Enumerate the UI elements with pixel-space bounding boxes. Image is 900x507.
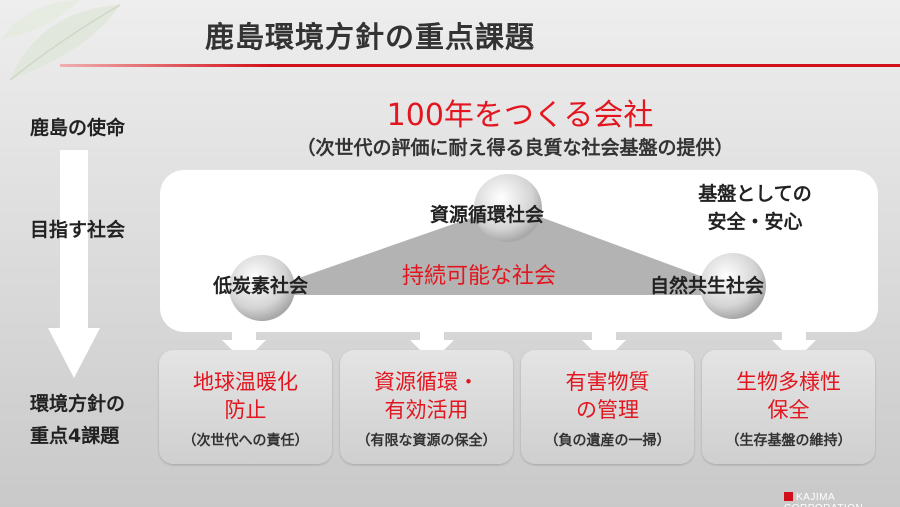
issue-4-title-line2: 保全 [767, 398, 810, 422]
page-title: 鹿島環境方針の重点課題 [205, 20, 536, 54]
company-logo: KAJIMA CORPORATION [784, 492, 900, 507]
label-mission: 鹿島の使命 [30, 117, 126, 139]
label-policy-issues: 環境方針の 重点4課題 [30, 388, 125, 452]
issue-1-sub: （次世代への責任） [182, 433, 309, 449]
society-top-label: 資源循環社会 [430, 204, 545, 226]
issue-4-title-line1: 生物多様性 [736, 370, 841, 394]
issue-1-title-line1: 地球温暖化 [193, 370, 298, 394]
logo-text: KAJIMA CORPORATION [784, 492, 863, 507]
issue-box-3: 有害物質 の管理 （負の遺産の一掃） [521, 350, 694, 464]
issue-2-title-line2: 有効活用 [384, 398, 469, 422]
foundation-line1: 基盤としての [698, 183, 812, 205]
down-arrow-icon [48, 150, 100, 378]
issue-box-4: 生物多様性 保全 （生存基盤の維持） [702, 350, 875, 464]
leaf-decoration-icon [0, 0, 121, 81]
issue-3-sub: （負の遺産の一掃） [544, 433, 671, 449]
issue-4-sub: （生存基盤の維持） [725, 433, 852, 449]
issue-1-title-line2: 防止 [224, 398, 267, 422]
mission-main: 100年をつくる会社 [386, 98, 654, 133]
logo-mark-icon [784, 492, 793, 501]
foundation-line2: 安全・安心 [707, 211, 803, 233]
label-target-society: 目指す社会 [30, 219, 126, 241]
foundation-label: 基盤としての 安全・安心 [680, 180, 830, 236]
label-policy-line2: 重点4課題 [30, 425, 120, 447]
issue-3-title-line2: の管理 [576, 398, 639, 422]
issue-2-title-line1: 資源循環・ [374, 370, 479, 394]
society-right-label: 自然共生社会 [650, 275, 765, 297]
title-rule [60, 64, 900, 67]
issue-3-title-line1: 有害物質 [565, 370, 650, 394]
issue-box-2: 資源循環・ 有効活用 （有限な資源の保全） [340, 350, 513, 464]
label-policy-line1: 環境方針の [30, 393, 126, 415]
society-center-label: 持続可能な社会 [402, 264, 557, 289]
mission-sub: （次世代の評価に耐え得る良質な社会基盤の提供） [296, 137, 734, 159]
society-left-label: 低炭素社会 [213, 275, 309, 297]
issue-2-sub: （有限な資源の保全） [356, 433, 497, 449]
issue-box-1: 地球温暖化 防止 （次世代への責任） [159, 350, 332, 464]
